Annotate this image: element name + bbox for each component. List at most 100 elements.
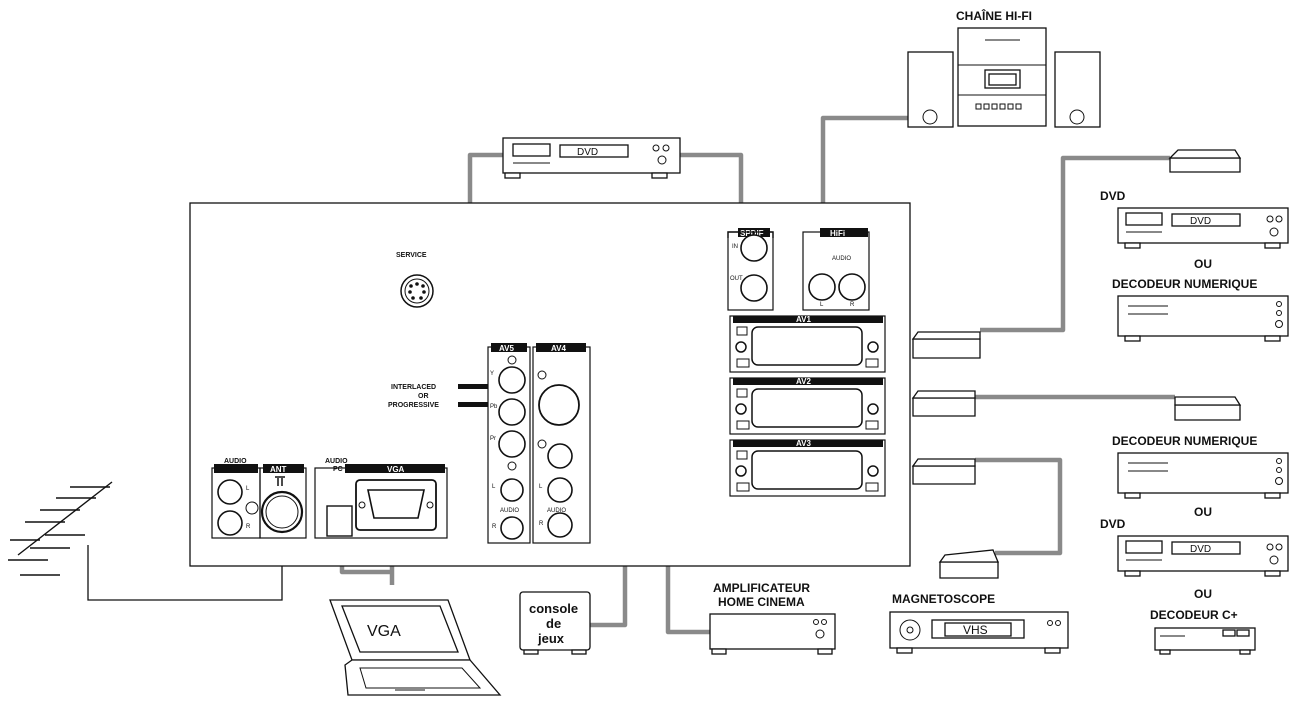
dvd-right-top-label: DVD — [1100, 189, 1126, 203]
antenna-socket[interactable] — [260, 490, 304, 534]
av4-l-jack[interactable] — [547, 477, 573, 503]
av2-scart[interactable]: AV2 — [729, 377, 886, 435]
amplifier-device — [709, 613, 836, 655]
console-line3: jeux — [537, 631, 565, 646]
decoder-cplus — [1154, 627, 1256, 655]
av5-audio-label: AUDIO — [500, 508, 519, 514]
av5-y-jack[interactable] — [498, 366, 526, 394]
audio-hdmi-l-label: L — [246, 486, 250, 492]
chaine-hifi-label: CHAÎNE HI-FI — [956, 8, 1032, 23]
decoder-mid — [1117, 452, 1289, 499]
decodeur-numerique-top-label: DECODEUR NUMERIQUE — [1112, 277, 1257, 291]
ou-2-label: OU — [1194, 505, 1212, 519]
console-line2: de — [546, 616, 561, 631]
console-line1: console — [529, 601, 578, 616]
interlaced-line2: OR — [418, 393, 429, 400]
audio-hdmi-block: AUDIO HDMI L R — [211, 458, 261, 539]
vhs-label: VHS — [963, 623, 988, 637]
av5-pr-jack[interactable] — [498, 430, 526, 458]
interlaced-line1: INTERLACED — [391, 384, 436, 391]
av4-r-label: R — [539, 521, 544, 527]
decoder-top — [1117, 295, 1289, 342]
av4-l-label: L — [539, 484, 543, 490]
amplificateur-line1: AMPLIFICATEUR — [713, 581, 810, 595]
spdif-out-label: OUT — [730, 276, 743, 282]
av4-block: AV4 L AUDIO R — [532, 343, 591, 544]
av2-label: AV2 — [796, 377, 812, 386]
av1-label: AV1 — [796, 315, 812, 324]
hifi-audio-label: AUDIO — [832, 256, 851, 262]
av5-l-jack[interactable] — [500, 478, 524, 502]
hifi-system — [907, 27, 1101, 128]
av5-r-label: R — [492, 524, 497, 530]
dvd-right-top-logo: DVD — [1190, 216, 1211, 227]
dvd-right-top: DVD — [1117, 207, 1289, 249]
scart-plug-vcr — [938, 549, 999, 579]
av5-pb-jack[interactable] — [498, 398, 526, 426]
laptop-vga-label: VGA — [367, 623, 401, 640]
ou-3-label: OU — [1194, 587, 1212, 601]
av3-label: AV3 — [796, 439, 812, 448]
ant-label: ANT — [270, 465, 287, 474]
scart-plug-av1 — [911, 331, 981, 359]
av4-audio-label: AUDIO — [547, 508, 566, 514]
spdif-label: SPDIF — [740, 229, 764, 238]
av3-scart[interactable]: AV3 — [729, 439, 886, 497]
hifi-label: HiFi — [830, 229, 845, 238]
interlaced-line3: PROGRESSIVE — [388, 402, 439, 409]
av5-block: AV5 Y Pb Pr L AUDIO R — [487, 343, 531, 544]
audio-hdmi-r-jack[interactable] — [217, 510, 243, 536]
audio-pc-line1: AUDIO — [325, 458, 348, 465]
hifi-r-label: R — [850, 302, 855, 308]
service-connector[interactable] — [400, 274, 434, 308]
decodeur-cplus-label: DECODEUR C+ — [1150, 608, 1238, 622]
av4-c-jack[interactable] — [547, 443, 573, 469]
dvd-right-bottom: DVD — [1117, 535, 1289, 577]
antenna-icon — [8, 481, 113, 576]
ant-block: ANT — [259, 464, 307, 539]
scart-plug-decoder — [1174, 396, 1242, 421]
interlaced-bar-1 — [458, 384, 488, 389]
scart-plug-av2 — [911, 390, 976, 417]
dvd-top-logo: DVD — [577, 147, 598, 158]
audio-pc-jack[interactable] — [326, 505, 353, 537]
cable-av3-vcr — [975, 457, 1063, 556]
audio-hdmi-line2: HDMI — [226, 466, 244, 473]
audio-hdmi-r-label: R — [246, 524, 251, 530]
spdif-out-jack[interactable] — [740, 274, 768, 302]
av5-pr-label: Pr — [490, 436, 496, 442]
decodeur-numerique-mid-label: DECODEUR NUMERIQUE — [1112, 434, 1257, 448]
av5-l-label: L — [492, 484, 496, 490]
vcr-device: VHS — [889, 611, 1069, 654]
spdif-block: SPDIF IN OUT — [727, 228, 774, 311]
scart-plug-av3 — [911, 458, 976, 485]
dvd-right-bottom-logo: DVD — [1190, 544, 1211, 555]
hifi-r-jack[interactable] — [838, 273, 866, 301]
vga-label: VGA — [387, 465, 405, 474]
hifi-block: HiFi AUDIO L R — [802, 228, 870, 311]
av4-label: AV4 — [551, 344, 567, 353]
service-label: SERVICE — [396, 252, 427, 259]
av5-y-label: Y — [490, 371, 494, 377]
spdif-in-jack[interactable] — [740, 234, 768, 262]
cable-av1-top — [980, 155, 1170, 333]
av4-svideo-jack[interactable] — [538, 384, 580, 426]
laptop-device — [329, 599, 502, 696]
audio-hdmi-line1: AUDIO — [224, 458, 247, 465]
ou-1-label: OU — [1194, 257, 1212, 271]
audio-pc-vga-block: AUDIO PC VGA — [314, 458, 448, 539]
av1-scart[interactable]: AV1 — [729, 315, 886, 373]
av5-pb-label: Pb — [490, 404, 498, 410]
hifi-l-jack[interactable] — [808, 273, 836, 301]
magnetoscope-label: MAGNETOSCOPE — [892, 592, 995, 606]
audio-hdmi-l-jack[interactable] — [217, 479, 243, 505]
audio-pc-line2: PC — [333, 466, 343, 473]
dvd-right-bottom-label: DVD — [1100, 517, 1126, 531]
dvd-player-top: DVD — [502, 137, 681, 179]
spdif-in-label: IN — [732, 244, 738, 250]
av5-r-jack[interactable] — [500, 516, 524, 540]
interlaced-bar-2 — [458, 402, 488, 407]
av4-r-jack[interactable] — [547, 512, 573, 538]
hifi-l-label: L — [820, 302, 824, 308]
